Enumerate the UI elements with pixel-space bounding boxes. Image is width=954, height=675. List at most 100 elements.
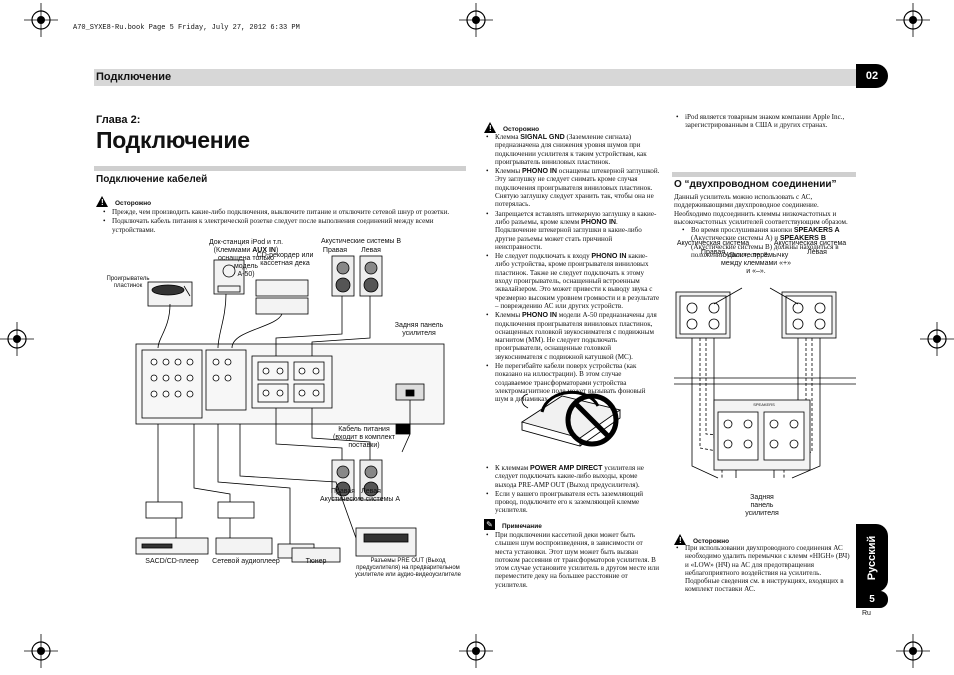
power-cable-label: Кабель питания (входит в комплект постав… bbox=[333, 426, 395, 449]
text: какие-либо устройства, кроме проигрывате… bbox=[495, 252, 660, 310]
connection-diagram: Док-станция iPod и т.п. (Клеммами AUX IN… bbox=[106, 238, 466, 586]
text: Во время прослушивания кнопки bbox=[691, 226, 794, 234]
text: оснащены штекерной заглушкой. Эту заглуш… bbox=[495, 167, 660, 209]
speakers-b-label: Акустические системы B bbox=[320, 238, 402, 245]
file-header: A70_SYXE8-Ru.book Page 5 Friday, July 27… bbox=[73, 24, 300, 32]
note-header: ✎ Примечание bbox=[484, 515, 542, 533]
term: POWER AMP DIRECT bbox=[529, 464, 603, 472]
page-number: 5 bbox=[856, 591, 888, 608]
list-item: При использовании двухпроводного соедине… bbox=[674, 544, 854, 594]
biwire-list: Во время прослушивания кнопки SPEAKERS A… bbox=[680, 226, 854, 260]
text: Запрещается вставлять штекерную заглушку… bbox=[495, 209, 657, 226]
text: Клемма bbox=[495, 133, 521, 141]
dock-aux-in: AUX IN bbox=[252, 247, 276, 254]
term: SPEAKERS A bbox=[793, 226, 840, 234]
list-item: Во время прослушивания кнопки SPEAKERS A… bbox=[680, 226, 854, 259]
list-item: Клемма SIGNAL GND (Заземление сигнала) п… bbox=[484, 133, 660, 166]
registration-mark-icon bbox=[459, 3, 493, 37]
turntable-label: Проигрыватель пластинок bbox=[106, 276, 150, 289]
dock-line2a: (Клеммами bbox=[213, 247, 253, 254]
chapter-label: Глава 2: bbox=[96, 114, 141, 126]
language-tab-label: Русский bbox=[866, 535, 878, 581]
speakers-b-left: Левая bbox=[361, 247, 381, 254]
speakers-a-left: Левая bbox=[361, 488, 381, 495]
diagram-drawing bbox=[135, 255, 445, 563]
cd-recorder-label: CD-рекордер или кассетная дека bbox=[256, 252, 314, 267]
note-title: Примечание bbox=[502, 523, 542, 530]
warning-icon: ! bbox=[484, 121, 496, 133]
dock-line1: Док-станция iPod и т.п. bbox=[208, 239, 284, 246]
section-title: Подключение кабелей bbox=[96, 174, 208, 185]
header-title: Подключение bbox=[96, 71, 172, 83]
speaker-system-right-label: Акустическая система bbox=[676, 240, 750, 247]
text: (Акустические системы B) должны находить… bbox=[691, 242, 839, 259]
mid-caution-list: Клемма SIGNAL GND (Заземление сигнала) п… bbox=[484, 133, 660, 405]
rear-panel-label: Задняя панель усилителя bbox=[394, 322, 444, 337]
list-item: iPod является товарным знаком компании A… bbox=[674, 113, 854, 130]
text: усилителя не следует подключать какие-ли… bbox=[495, 464, 644, 489]
speaker-side-right: Правая bbox=[700, 249, 726, 256]
sacd-label: SACD/CD-плеер bbox=[145, 558, 199, 565]
list-item: Подключать кабель питания к электрическо… bbox=[101, 217, 461, 234]
term: PHONO IN bbox=[521, 311, 558, 320]
rear-panel-label: Задняя панель усилителя bbox=[745, 494, 779, 517]
registration-mark-icon bbox=[920, 322, 954, 356]
list-item: Не следует подключать к входу PHONO IN к… bbox=[484, 252, 660, 310]
do-not-drape-cables-illustration bbox=[520, 391, 622, 447]
speaker-side-left: Левая bbox=[807, 249, 827, 256]
note-icon: ✎ bbox=[484, 518, 495, 530]
list-item: Прежде, чем производить какие-либо подкл… bbox=[101, 208, 461, 217]
term: PHONO IN bbox=[591, 252, 627, 261]
biwire-title: О “двухпроводном соединении” bbox=[674, 179, 837, 190]
ipod-note: iPod является товарным знаком компании A… bbox=[674, 113, 854, 131]
speakers-b-right: Правая bbox=[322, 247, 348, 254]
chapter-title: Подключение bbox=[96, 127, 250, 153]
registration-mark-icon bbox=[0, 322, 34, 356]
list-item: При подключении кассетной деки может быт… bbox=[484, 531, 660, 589]
list-item: Клеммы PHONO IN оснащены штекерной заглу… bbox=[484, 167, 660, 208]
chapter-number-tab: 02 bbox=[856, 64, 888, 88]
text: Клеммы bbox=[495, 311, 522, 320]
list-item: Если у вашего проигрывателя есть заземля… bbox=[484, 490, 660, 515]
caution-title: Осторожно bbox=[503, 126, 540, 133]
dock-line4: A-50) bbox=[237, 271, 255, 278]
speakers-tag: SPEAKERS bbox=[753, 402, 775, 407]
language-tab: Русский bbox=[856, 524, 888, 592]
header-bar bbox=[94, 69, 864, 86]
registration-mark-icon bbox=[24, 3, 58, 37]
text: модели A-50 предназначены для подключени… bbox=[495, 311, 657, 361]
term: PHONO IN bbox=[580, 217, 617, 226]
list-item: Клеммы PHONO IN модели A-50 предназначен… bbox=[484, 311, 660, 361]
speakers-a-label: Акустические системы A bbox=[319, 496, 401, 503]
biwire-drawing bbox=[674, 287, 856, 479]
speaker-system-left-label: Акустическая система bbox=[773, 240, 847, 247]
speakers-a-right: Правая bbox=[330, 488, 356, 495]
warning-icon: ! bbox=[674, 533, 686, 545]
registration-mark-icon bbox=[24, 634, 58, 668]
mid-caution-header: ! Осторожно bbox=[484, 118, 539, 136]
section-divider bbox=[672, 172, 856, 177]
right-caution-list: При использовании двухпроводного соедине… bbox=[674, 544, 854, 595]
registration-mark-icon bbox=[896, 3, 930, 37]
registration-mark-icon bbox=[896, 634, 930, 668]
caution-title: Осторожно bbox=[115, 200, 152, 207]
term: SIGNAL GND bbox=[520, 133, 565, 141]
biwire-diagram: Акустическая система Правая Акустическая… bbox=[674, 238, 856, 520]
note-list: При подключении кассетной деки может быт… bbox=[484, 531, 660, 590]
warning-icon: ! bbox=[96, 195, 108, 207]
page-lang: Ru bbox=[862, 610, 871, 617]
right-caution-header: ! Осторожно bbox=[674, 530, 729, 548]
text: . Подключение штекерной заглушки в какие… bbox=[495, 217, 642, 251]
network-player-label: Сетевой аудиоплеер bbox=[212, 558, 280, 565]
term: PHONO IN bbox=[521, 167, 558, 176]
dock-line3: оснащена только модель bbox=[217, 255, 275, 270]
list-item: Запрещается вставлять штекерную заглушку… bbox=[484, 210, 660, 251]
list-item: К клеммам POWER AMP DIRECT усилителя не … bbox=[484, 464, 660, 489]
tuner-label: Тюнер bbox=[305, 558, 327, 565]
text: Не следует подключать к входу bbox=[495, 252, 592, 261]
text: Клеммы bbox=[495, 167, 522, 176]
text: К клеммам bbox=[495, 464, 530, 472]
dock-label: Док-станция iPod и т.п. (Клеммами AUX IN… bbox=[208, 239, 284, 278]
registration-mark-icon bbox=[459, 634, 493, 668]
remove-jumper-label: Удалите перемычку между клеммами «+» и «… bbox=[720, 252, 792, 275]
